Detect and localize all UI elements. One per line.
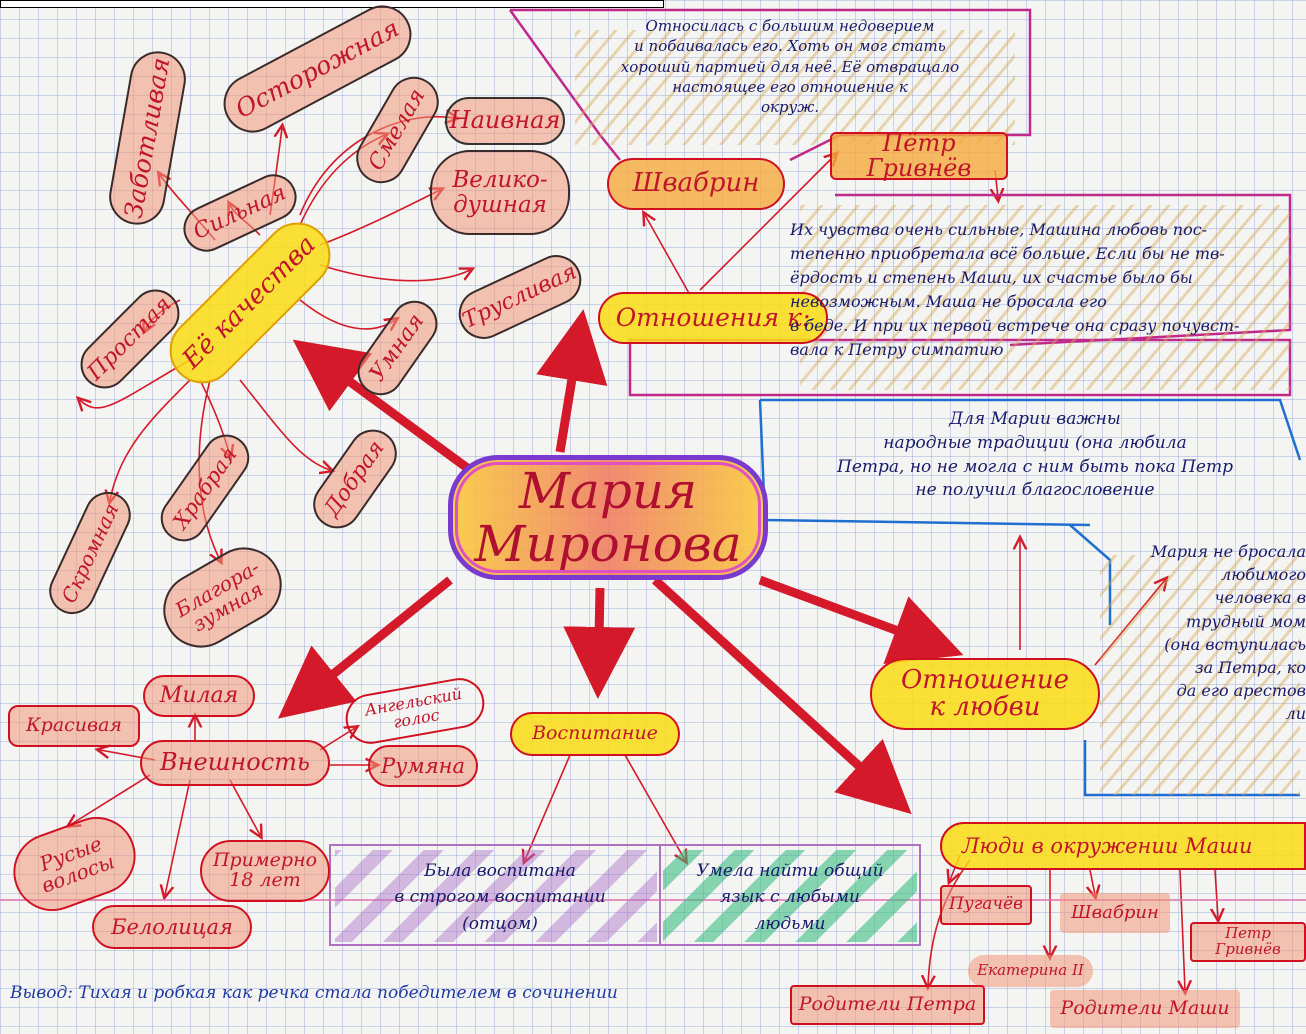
people-petr-parents: Родители Петра [790,985,985,1025]
shvabrin-box-hatch [575,30,1015,145]
people-masha-parents: Родители Маши [1050,990,1240,1028]
love-text-2: Мария не бросала любимого человека в тру… [1150,542,1306,724]
upbringing-box-outline [329,844,921,946]
upbringing-hatch-2 [663,850,917,942]
people-pugachev: Пугачёв [940,885,1032,925]
people-branches [928,854,1218,990]
upbringing-strict: Была воспитана в строгом воспитании (отц… [394,861,606,934]
petr-node[interactable]: Пётр Гривнёв [830,130,1008,181]
love-box-hatch [1100,555,1300,795]
people-node[interactable]: Люди в окружении Маши [940,822,1306,870]
petr-box-hatch [800,205,1290,390]
petr-text: Их чувства очень сильные, Машина любовь … [790,220,1240,359]
shvabrin-text: Относилась с большим недоверием и побаив… [620,17,960,116]
upbringing-node[interactable]: Воспитание [510,712,680,756]
people-petr: Петр Гривнёв [1190,922,1306,962]
appearance-rosy: Румяна [368,745,478,787]
upbringing-sociable: Умела найти общий язык с любыми людьми [696,861,884,934]
main-arrows [277,309,964,815]
love-text-1: Для Марии важны народные традиции (она л… [837,409,1233,501]
appearance-beautiful: Красивая [8,705,140,747]
quality-naive: Наивная [445,97,565,145]
header-strip [0,0,664,8]
center-node[interactable]: Мария Миронова [448,455,768,580]
shvabrin-node[interactable]: Швабрин [607,158,785,210]
appearance-sweet: Милая [143,675,255,717]
relations-node[interactable]: Отношения к: [598,292,828,344]
quality-generous: Велико- душная [430,150,570,235]
appearance-fair-face: Белолицая [92,905,252,949]
people-ekaterina: Екатерина II [968,955,1093,987]
upbringing-hatch-1 [335,850,657,942]
love-node[interactable]: Отношение к любви [870,658,1100,730]
appearance-node[interactable]: Внешность [140,740,330,786]
shvabrin-box-outline [508,8,1292,397]
people-shvabrin: Швабрин [1060,893,1170,933]
conclusion-text: Вывод: Тихая и робкая как речка стала по… [10,983,618,1003]
appearance-age: Примерно 18 лет [200,840,330,902]
upbringing-branches [525,754,685,860]
relation-branches [645,155,1165,666]
